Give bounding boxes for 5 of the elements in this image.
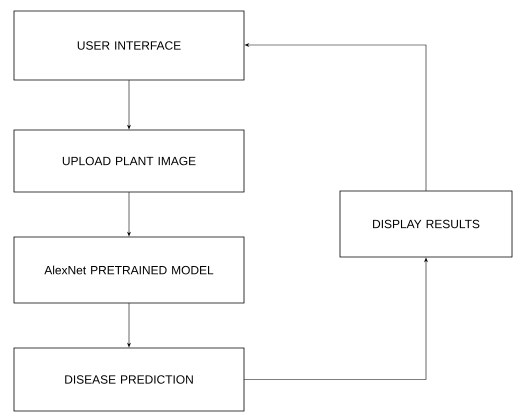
process-box: DISEASE PREDICTION: [14, 348, 244, 412]
process-box: AlexNet PRETRAINED MODEL: [14, 236, 244, 304]
process-box: UPLOAD PLANT IMAGE: [14, 130, 244, 192]
process-box: DISPLAY RESULTS: [340, 190, 512, 258]
process-box: USER INTERFACE: [14, 10, 244, 80]
